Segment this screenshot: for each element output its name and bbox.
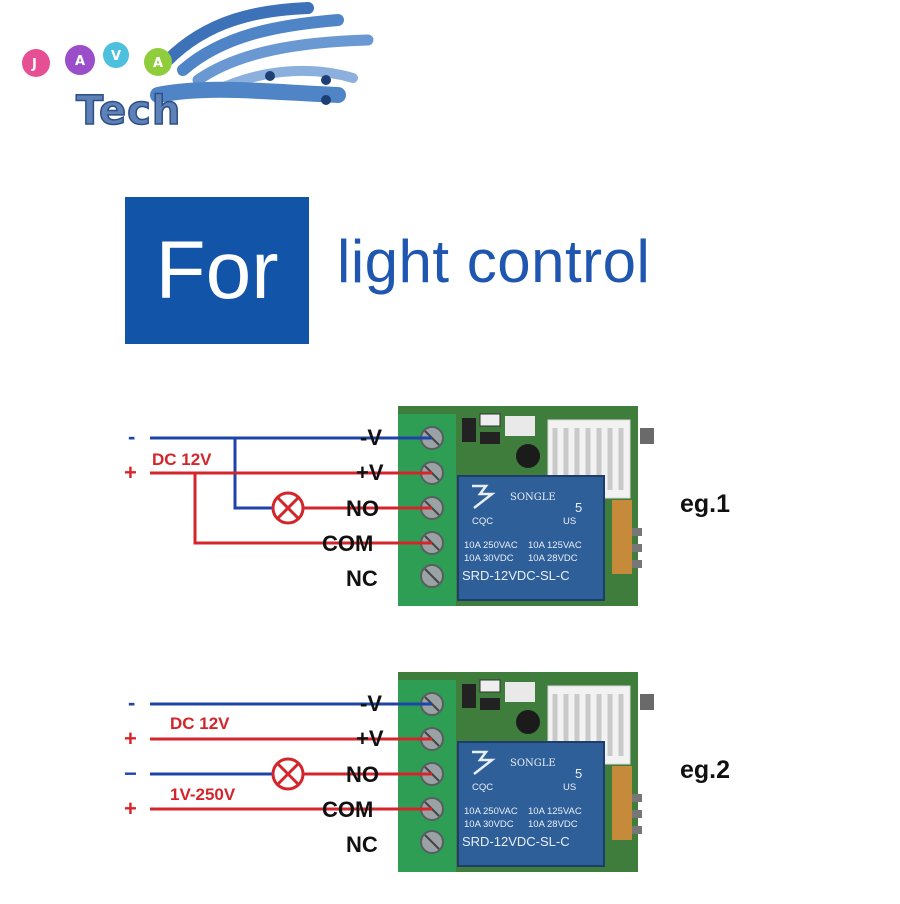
resistor-pack [612, 500, 632, 574]
relay-rating-right-1: 10A 125VAC [528, 806, 582, 817]
terminal-block [398, 680, 456, 872]
relay-ul-mark: US [563, 516, 576, 527]
relay-module: SONGLE CQC US 5 10A 250VAC 10A 125VAC 10… [398, 406, 654, 606]
wiring [150, 436, 432, 545]
ball-j [22, 49, 50, 77]
capacitor [516, 444, 540, 468]
hand-icon [150, 2, 374, 105]
wiring-diagram-eg2: SONGLE CQC US 5 10A 250VAC 10A 125VAC 10… [0, 664, 900, 904]
example-label: eg.2 [680, 756, 730, 784]
terminal-label-com: COM [322, 531, 373, 556]
lamp-icon [271, 491, 305, 525]
logo-graphic: J A V A Tech [22, 2, 374, 135]
logo-letter-a1: A [75, 54, 85, 69]
logo-word: Tech [76, 88, 181, 134]
relay-brand: SONGLE [510, 758, 556, 769]
capacitor [516, 710, 540, 734]
wiring [150, 702, 432, 811]
terminal-label-pos-v: +V [356, 726, 384, 751]
heading-light-control: light control [337, 228, 651, 295]
relay-rating-right-1: 10A 125VAC [528, 540, 582, 551]
relay-component: SONGLE CQC US 5 10A 250VAC 10A 125VAC 10… [457, 475, 605, 601]
terminal-label-no: NO [346, 496, 379, 521]
relay-brand: SONGLE [510, 492, 556, 503]
terminal-block [398, 414, 456, 606]
sign-positive: + [124, 460, 137, 485]
wire-positive-to-com [193, 473, 432, 545]
relay-component: SONGLE CQC US 5 10A 250VAC 10A 125VAC 10… [457, 741, 605, 867]
ball-a2 [144, 48, 172, 76]
resistor-pack [612, 766, 632, 840]
relay-rating-right-2: 10A 28VDC [528, 819, 578, 830]
terminal-label-nc: NC [346, 832, 378, 857]
example-label: eg.1 [680, 490, 730, 518]
logo-letter-v: V [111, 49, 121, 64]
terminal-label-com: COM [322, 797, 373, 822]
sign-negative: - [128, 690, 135, 715]
terminal-label-no: NO [346, 762, 379, 787]
relay-rating-right-2: 10A 28VDC [528, 553, 578, 564]
sign-positive: + [124, 726, 137, 751]
relay-cert-mark: CQC [472, 782, 493, 793]
source-label-dc: DC 12V [152, 450, 212, 469]
relay-rating-left-1: 10A 250VAC [464, 540, 518, 551]
logo-letter-j: J [31, 57, 37, 72]
terminal-label-neg-v: -V [360, 691, 382, 716]
sign-negative: - [128, 424, 135, 449]
relay-rating-left-2: 10A 30VDC [464, 553, 514, 564]
heading-for: For [155, 224, 279, 316]
terminal-label-neg-v: -V [360, 425, 382, 450]
sign-load-negative: − [124, 761, 137, 786]
terminal-label-pos-v: +V [356, 460, 384, 485]
relay-model: SRD-12VDC-SL-C [462, 568, 570, 583]
relay-rating-left-2: 10A 30VDC [464, 819, 514, 830]
terminal-label-nc: NC [346, 566, 378, 591]
logo-letter-a2: A [153, 56, 163, 71]
wire-negative-to-lamp [233, 438, 272, 510]
lamp-icon [271, 757, 305, 791]
relay-ul-mark: US [563, 782, 576, 793]
wiring-diagram-eg1: SONGLE CQC US 5 10A 250VAC 10A 125VAC 10… [0, 398, 900, 638]
java-tech-logo: J A V A Tech [8, 0, 388, 140]
relay-pin-number: 5 [575, 766, 582, 781]
ball-v [103, 42, 129, 68]
sign-load-positive: + [124, 796, 137, 821]
relay-pin-number: 5 [575, 500, 582, 515]
relay-module: SONGLE CQC US 5 10A 250VAC 10A 125VAC 10… [398, 672, 654, 872]
ball-a1 [65, 45, 95, 75]
source-label-ac: 1V-250V [170, 785, 236, 804]
relay-rating-left-1: 10A 250VAC [464, 806, 518, 817]
relay-model: SRD-12VDC-SL-C [462, 834, 570, 849]
heading-boxed-word: For [125, 197, 309, 344]
source-label-dc: DC 12V [170, 714, 230, 733]
relay-cert-mark: CQC [472, 516, 493, 527]
